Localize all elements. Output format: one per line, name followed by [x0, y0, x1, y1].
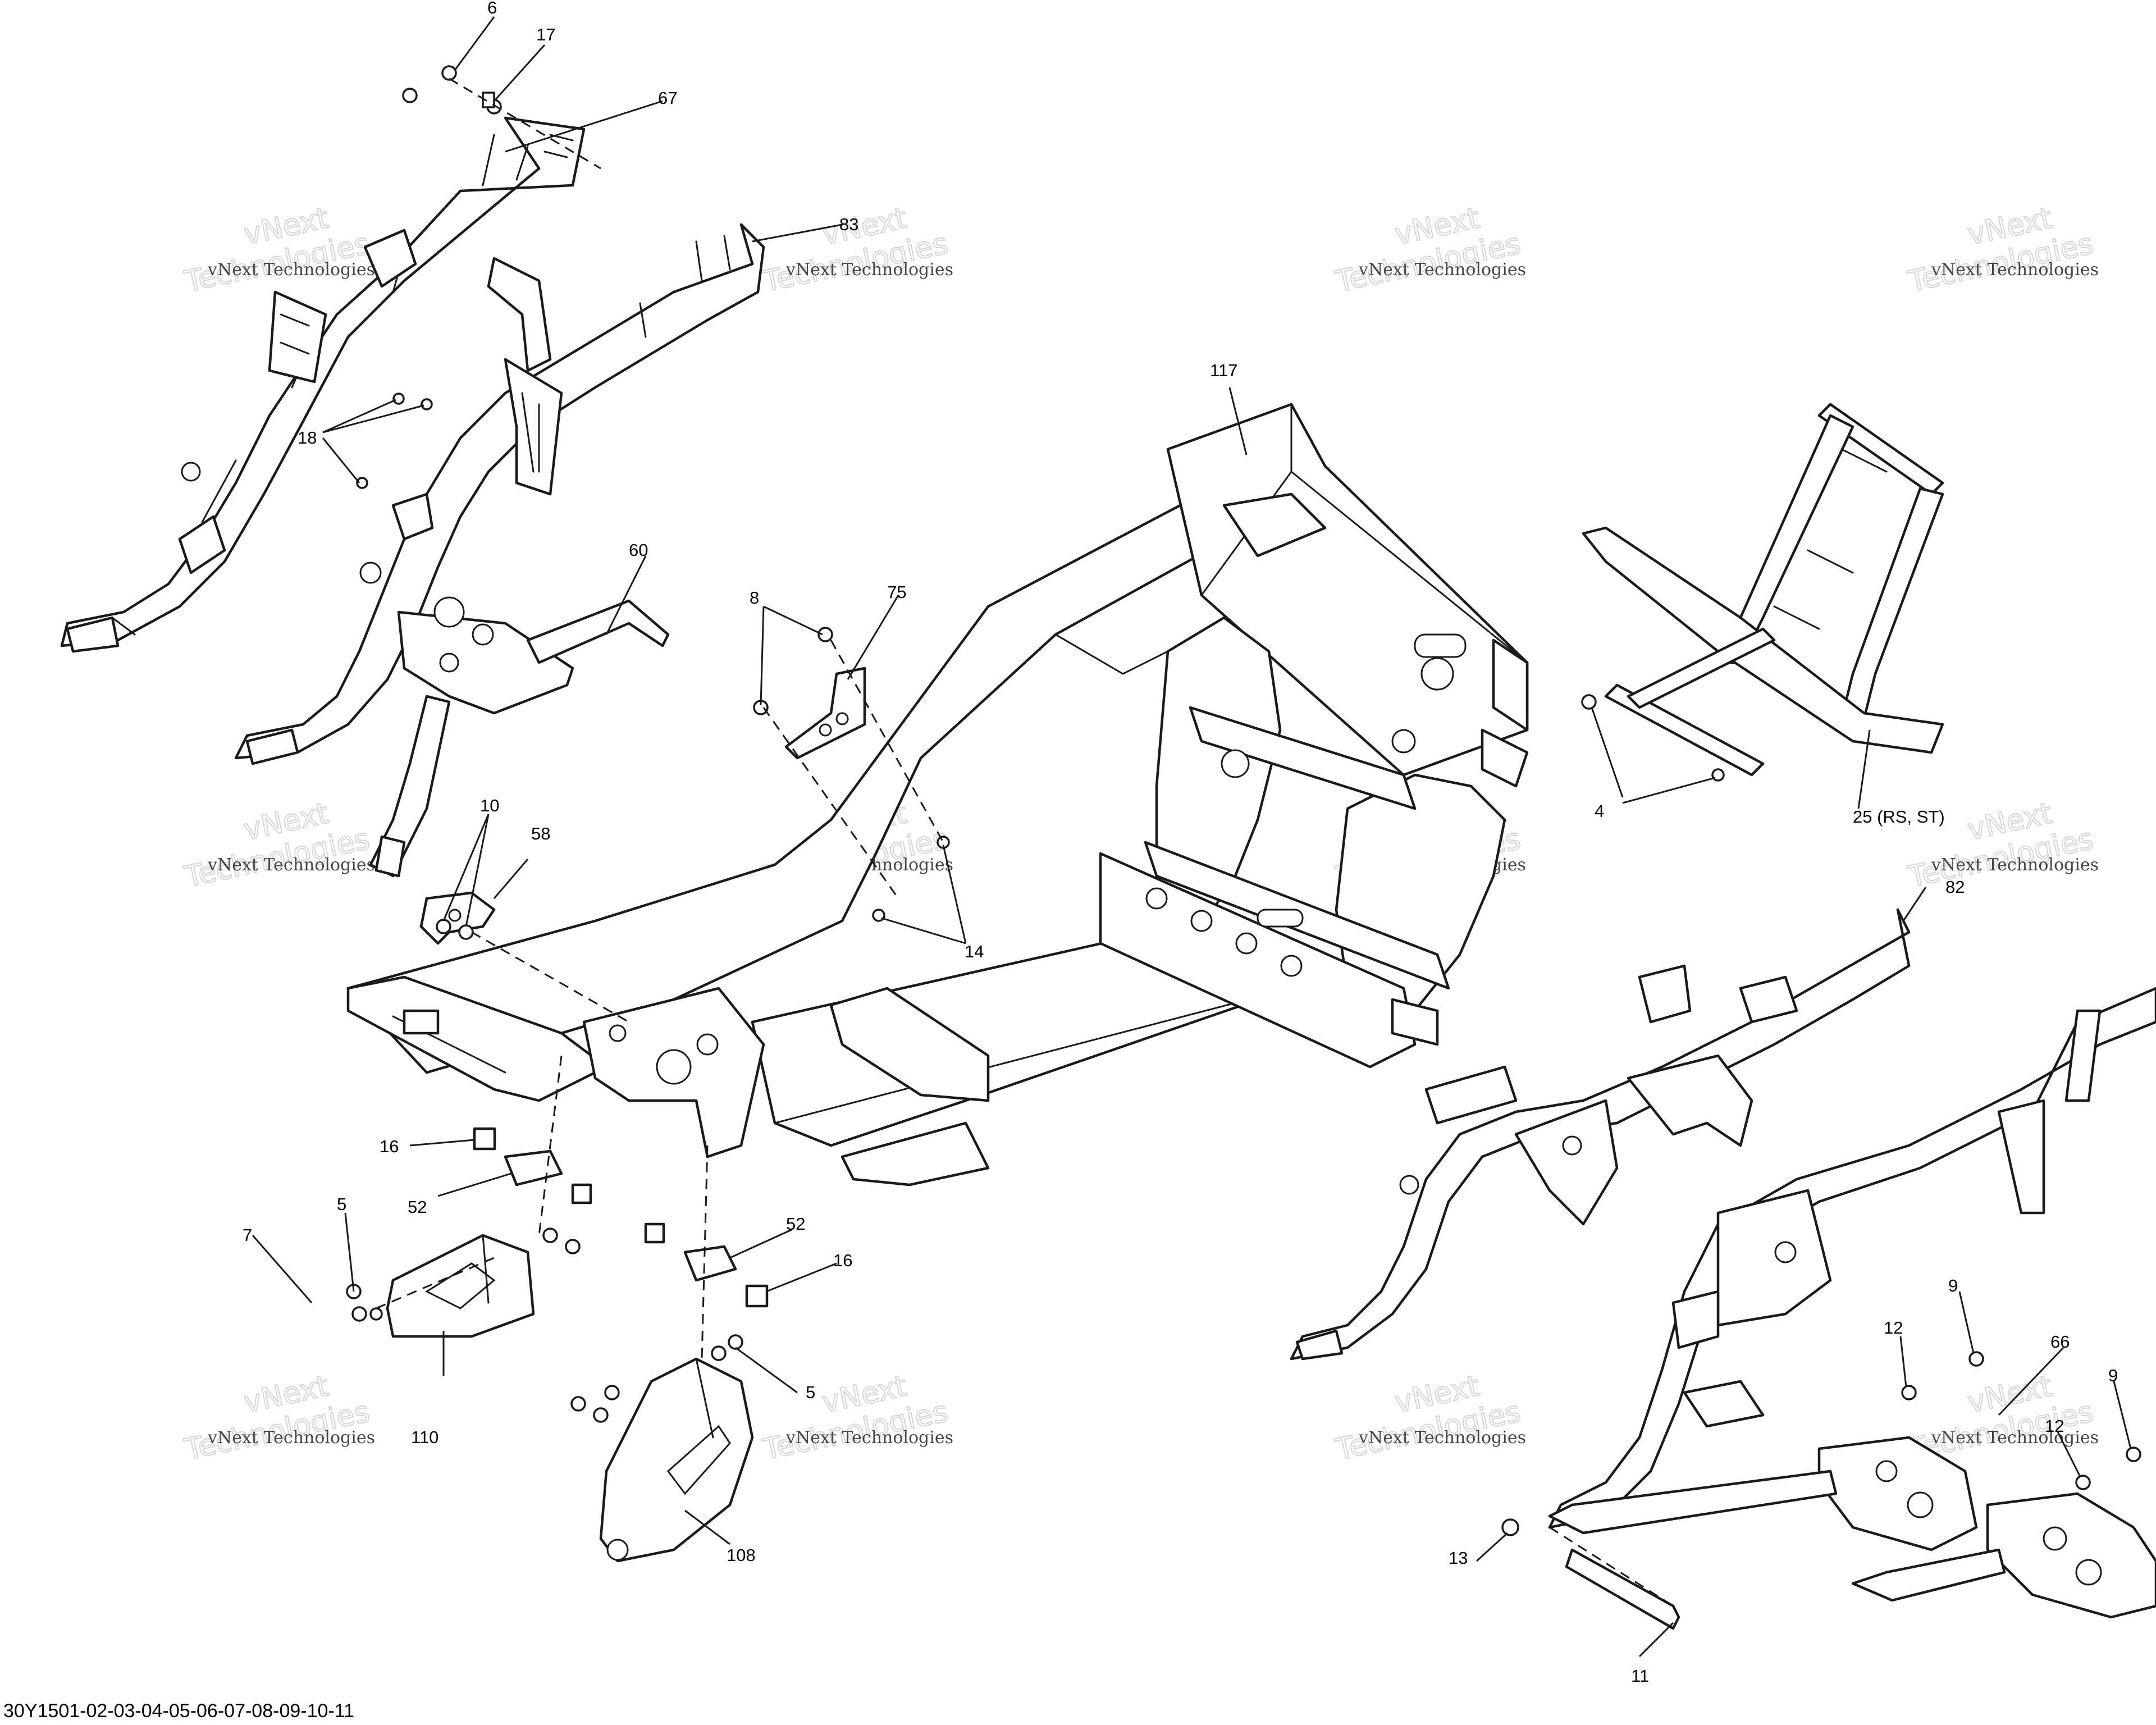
callout-10: 10 — [480, 796, 499, 815]
watermark-br1: vNext Technologies vNext Technologies — [1332, 1368, 1526, 1467]
watermark-ml: vNext Technologies vNext Technologies — [181, 796, 375, 895]
part-108-bracket — [599, 1357, 754, 1563]
svg-text:vNext Technologies: vNext Technologies — [207, 855, 375, 875]
watermark-tr2: vNext Technologies vNext Technologies — [1904, 200, 2099, 299]
svg-text:vNext Technologies: vNext Technologies — [1358, 260, 1526, 280]
callout-18: 18 — [298, 428, 317, 448]
svg-text:vNext Technologies: vNext Technologies — [207, 260, 375, 280]
callout-9-b: 9 — [2108, 1366, 2118, 1385]
part-58-bracket — [419, 891, 496, 945]
callout-25: 25 (RS, ST) — [1853, 807, 1945, 827]
callout-8: 8 — [750, 588, 759, 608]
callout-110: 110 — [411, 1427, 438, 1447]
watermark-bc: vNext Technologies vNext Technologies — [759, 1368, 953, 1467]
part-117-main-frame — [346, 403, 1529, 1186]
callout-17: 17 — [536, 25, 555, 44]
part-110-bracket — [386, 1234, 535, 1338]
part-52-mount-pads — [504, 1149, 737, 1282]
callout-labels: 6 17 67 83 18 117 60 8 75 4 25 (RS, ST) … — [243, 0, 2118, 1686]
part-82-side-rail — [1290, 908, 1911, 1361]
part-75-bracket — [784, 667, 866, 760]
part-67-side-rail — [60, 116, 586, 653]
watermark-bl: vNext Technologies vNext Technologies — [181, 1368, 375, 1467]
callout-58: 58 — [531, 824, 550, 843]
leader-lines — [252, 16, 2132, 1658]
watermark-tc: vNext Technologies vNext Technologies — [759, 200, 953, 299]
svg-text:vNext Technologies: vNext Technologies — [785, 1428, 953, 1448]
callout-5-right: 5 — [806, 1382, 815, 1402]
svg-text:vNext Technologies: vNext Technologies — [1931, 1428, 2099, 1448]
callout-108: 108 — [727, 1545, 756, 1565]
part-25-seat-frame — [1582, 403, 1944, 777]
svg-text:vNext Technologies: vNext Technologies — [1358, 1428, 1526, 1448]
callout-12-a: 12 — [1884, 1318, 1903, 1338]
callout-7: 7 — [243, 1225, 252, 1245]
callout-12-b: 12 — [2045, 1416, 2064, 1436]
callout-60: 60 — [629, 540, 648, 560]
callout-16-left: 16 — [380, 1137, 399, 1156]
part-83-side-rail — [234, 223, 765, 765]
svg-text:vNext Technologies: vNext Technologies — [207, 1428, 375, 1448]
svg-text:vNext Technologies: vNext Technologies — [1931, 855, 2099, 875]
svg-text:vNext Technologies: vNext Technologies — [1931, 260, 2099, 280]
callout-52-right: 52 — [786, 1214, 805, 1234]
assembly-lines — [376, 77, 1674, 1607]
callout-13: 13 — [1449, 1548, 1468, 1568]
callout-11: 11 — [1631, 1666, 1649, 1686]
callout-14: 14 — [965, 942, 984, 961]
part-66-footrest-assembly — [1548, 987, 2156, 1619]
callout-82: 82 — [1945, 877, 1965, 897]
callout-83: 83 — [839, 215, 858, 234]
callout-75: 75 — [887, 582, 906, 602]
callout-117: 117 — [1210, 360, 1237, 380]
callout-9-a: 9 — [1948, 1276, 1958, 1295]
watermark-tr1: vNext Technologies vNext Technologies — [1332, 200, 1526, 299]
part-16-clips — [473, 1127, 769, 1308]
callout-4: 4 — [1595, 801, 1604, 821]
callout-6: 6 — [487, 0, 497, 17]
callout-67: 67 — [658, 88, 677, 108]
callout-16-right: 16 — [833, 1251, 852, 1270]
callout-66: 66 — [2050, 1332, 2070, 1352]
part-60-bracket — [369, 596, 670, 878]
svg-text:vNext Technologies: vNext Technologies — [785, 260, 953, 280]
drawing-code: 30Y1501-02-03-04-05-06-07-08-09-10-11 — [3, 1700, 354, 1722]
hardware-bolts — [346, 65, 2141, 1630]
callout-52-left: 52 — [408, 1197, 427, 1217]
callout-5-left: 5 — [337, 1194, 346, 1214]
